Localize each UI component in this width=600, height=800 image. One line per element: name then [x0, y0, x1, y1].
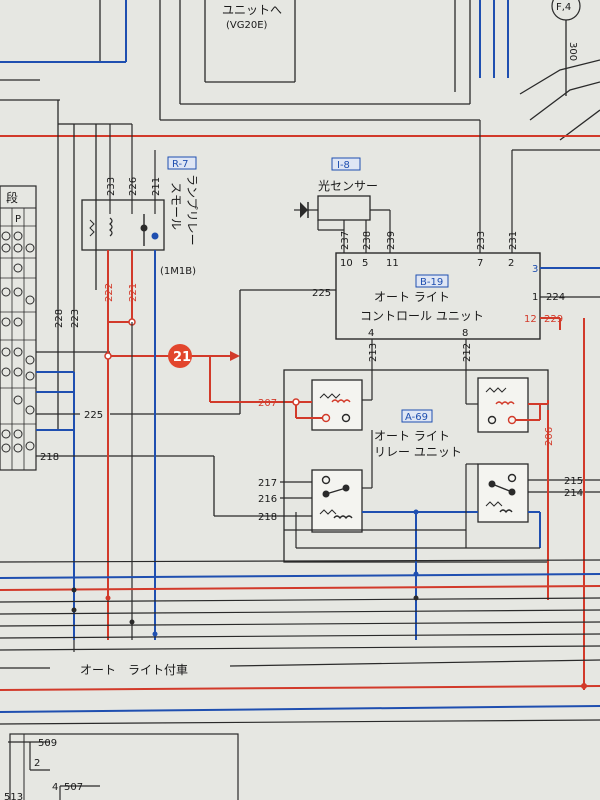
wire-228: 228 [54, 309, 65, 328]
left-black-wires [36, 289, 336, 517]
auto-light-equipped-label: オート ライト付車 [80, 663, 188, 677]
wire-509: 509 [38, 738, 57, 749]
right-red-wire [547, 318, 585, 690]
ctrl-name1: オート ライト [374, 290, 450, 304]
wire-211: 211 [151, 177, 162, 196]
wire-215: 215 [564, 476, 583, 487]
reference-21-marker [168, 344, 240, 368]
r7-name2: ランプリレー [185, 174, 199, 246]
pin-12: 12 [524, 314, 537, 325]
unit-to-label: ユニットへ [222, 3, 282, 17]
wire-238: 238 [362, 231, 373, 250]
f4-label: F,4 [556, 2, 571, 13]
a69-tag-box [401, 409, 433, 423]
wire-300: 300 [567, 42, 578, 61]
pin-8: 8 [462, 328, 468, 339]
r7-tag-box [167, 156, 197, 170]
wire-218-relay: 218 [258, 512, 277, 523]
wire-226: 226 [128, 177, 139, 196]
wire-206: 206 [544, 427, 555, 446]
b19-tag: B-19 [420, 277, 443, 288]
b19-tag-box [415, 274, 449, 288]
sensor-name: 光センサー [318, 179, 378, 193]
vg20e-label: (VG20E) [226, 20, 268, 31]
bottom-connector [8, 733, 239, 800]
auto-light-relay-unit [280, 369, 600, 640]
relay-name2: リレー ユニット [374, 445, 462, 459]
wire-207: 207 [258, 398, 277, 409]
i8-tag: I-8 [337, 160, 350, 171]
reference-21-number: 21 [173, 350, 191, 365]
r7-tag: R-7 [172, 159, 189, 170]
pin-7: 7 [477, 258, 483, 269]
wire-218-left: 218 [40, 452, 59, 463]
wire-222: 222 [104, 283, 115, 302]
ctrl-name2: コントロール ユニット [360, 309, 484, 323]
pin-4-bottom: 4 [52, 782, 58, 793]
wire-214: 214 [564, 488, 583, 499]
pin-2: 2 [508, 258, 514, 269]
wire-229: 229 [544, 314, 563, 325]
wire-216: 216 [258, 494, 277, 505]
wire-217: 217 [258, 478, 277, 489]
wire-212: 212 [462, 343, 473, 362]
dan-label: 段 [6, 190, 18, 205]
wire-221: 221 [128, 283, 139, 302]
pin-11: 11 [386, 258, 399, 269]
relay-name1: オート ライト [374, 429, 450, 443]
wire-239: 239 [386, 231, 397, 250]
wire-237: 237 [340, 231, 351, 250]
r7-name1: スモール [169, 182, 183, 230]
wire-224: 224 [546, 292, 565, 303]
pin-5: 5 [362, 258, 368, 269]
wire-231: 231 [508, 231, 519, 250]
wire-225-left: 225 [84, 410, 103, 421]
pin-10: 10 [340, 258, 353, 269]
wire-233-r7: 233 [106, 177, 117, 196]
left-blue-wires [36, 371, 75, 640]
lower-bus [0, 559, 600, 725]
top-wires [0, 0, 600, 141]
pin-3: 3 [532, 264, 538, 275]
p-label: P [15, 214, 21, 225]
connector-table [0, 185, 37, 471]
i8-tag-box [331, 157, 361, 171]
auto-light-control-unit [335, 120, 600, 400]
wire-213: 213 [368, 343, 379, 362]
pin-2-bottom: 2 [34, 758, 40, 769]
wire-225-b19: 225 [312, 288, 331, 299]
a69-tag: A-69 [405, 412, 428, 423]
small-lamp-relay [81, 123, 165, 251]
r7-code: (1M1B) [160, 266, 196, 277]
wire-223: 223 [70, 309, 81, 328]
light-sensor [294, 195, 391, 253]
pin-4: 4 [368, 328, 374, 339]
pin-1: 1 [532, 292, 538, 303]
wire-233-b19: 233 [476, 231, 487, 250]
wire-513: 513 [4, 792, 23, 800]
wire-507: 507 [64, 782, 83, 793]
